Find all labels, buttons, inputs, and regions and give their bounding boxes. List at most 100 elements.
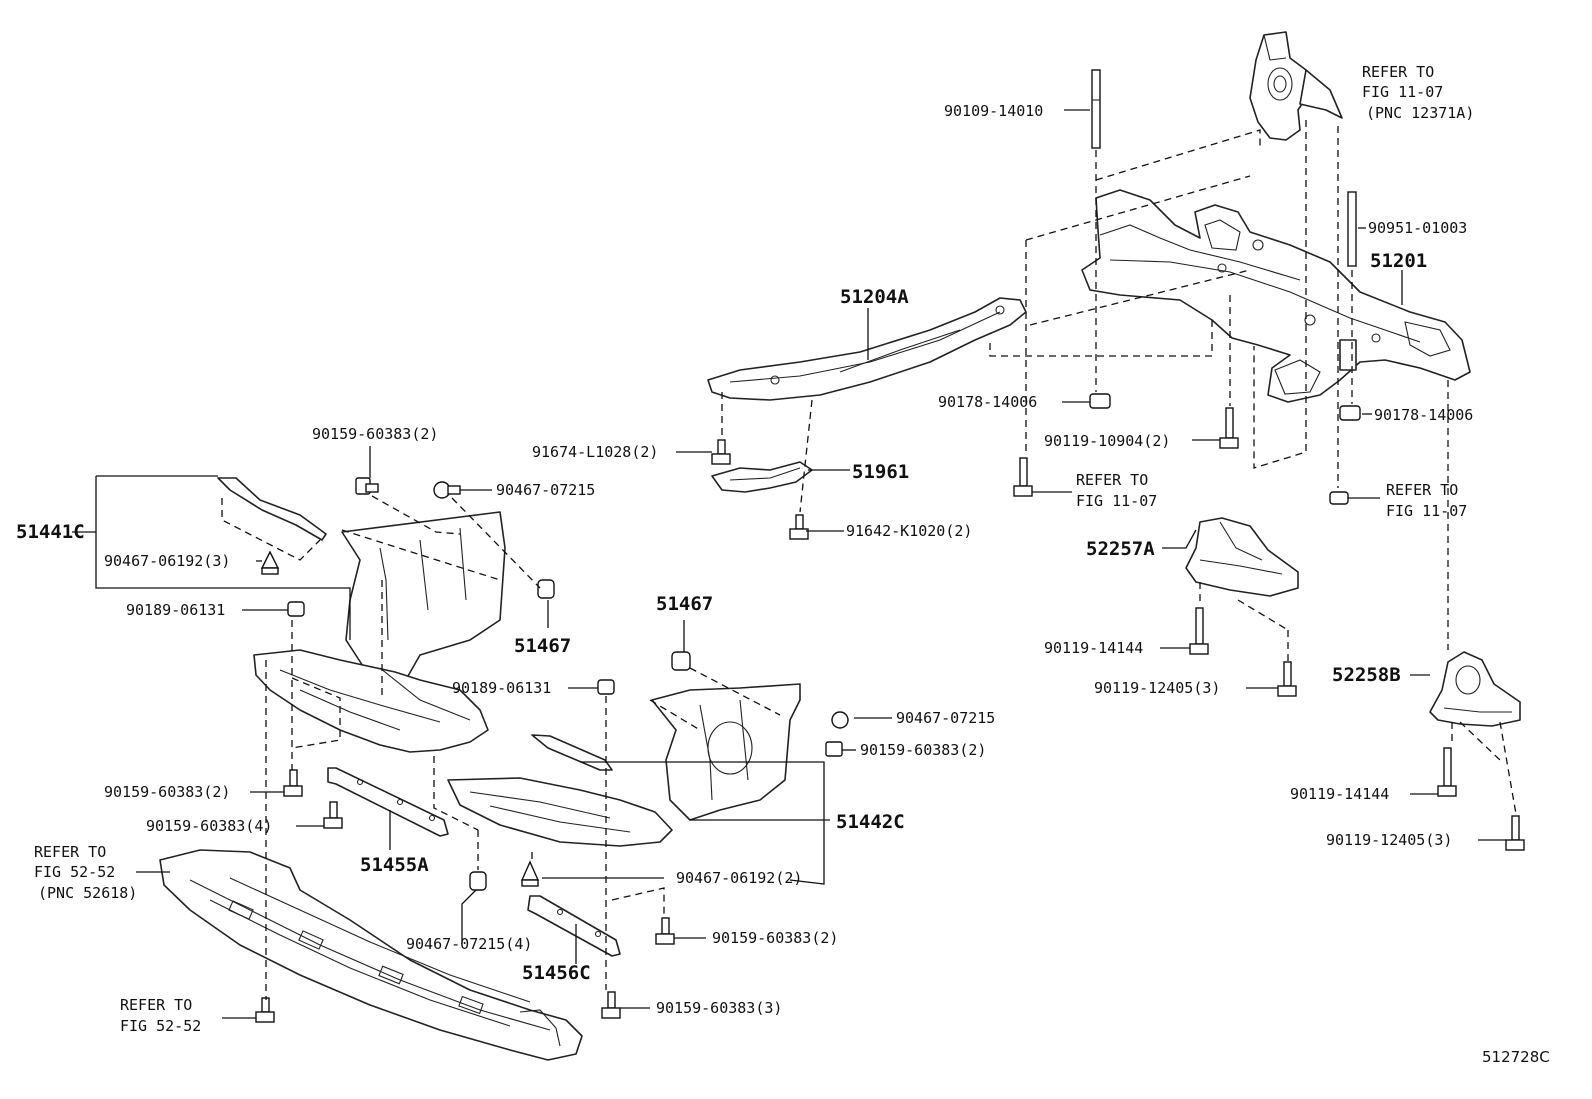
nut-icon: [1339, 405, 1361, 421]
part-label-90119-12405-b: 90119-12405(3): [1326, 831, 1452, 849]
assembly-lines: [221, 120, 1517, 1000]
part-label-51467-left: 51467: [514, 635, 571, 657]
clip-icon: [671, 651, 691, 671]
part-label-90109-14010: 90109-14010: [944, 102, 1043, 120]
part-label-90178-14006-b: 90178-14006: [1374, 406, 1473, 424]
bolt-icon: [323, 801, 343, 829]
part-label-90467-07215-mid: 90467-07215: [896, 709, 995, 727]
liner-51441C-drawing: [217, 477, 506, 753]
ref-note-fig-52-52: REFER TO FIG 52-52: [120, 996, 201, 1035]
clip-icon: [537, 579, 555, 599]
ref-note-fig-52-52-pnc: REFER TO FIG 52-52 (PNC 52618): [34, 843, 137, 902]
ref-note-fig-11-07-right: REFER TO FIG 11-07: [1386, 481, 1467, 520]
part-label-90467-06192-left: 90467-06192(3): [104, 552, 230, 570]
part-label-51442C: 51442C: [836, 811, 905, 833]
clip-icon: [520, 860, 540, 887]
bolt-icon: [1347, 191, 1357, 267]
part-label-90159-60383-bot3: 90159-60383(3): [656, 999, 782, 1017]
ref-note-fig-11-07-left: REFER TO FIG 11-07: [1076, 471, 1157, 510]
ref-line: FIG 52-52: [34, 863, 115, 881]
bolt-icon: [1219, 407, 1239, 449]
part-label-90189-06131-mid: 90189-06131: [452, 679, 551, 697]
ref-note-fig-11-07-pnc: REFER TO FIG 11-07 (PNC 12371A): [1362, 63, 1474, 122]
part-label-90467-07215-4: 90467-07215(4): [406, 935, 532, 953]
ref-line: FIG 52-52: [120, 1017, 201, 1035]
ref-line: REFER TO: [1076, 471, 1148, 489]
ref-line: FIG 11-07: [1076, 492, 1157, 510]
part-label-91674-L1028: 91674-L1028(2): [532, 443, 658, 461]
part-label-51456C: 51456C: [522, 962, 591, 984]
ref-line: REFER TO: [1386, 481, 1458, 499]
brace-51204A-drawing: [707, 297, 1027, 401]
bolt-icon: [789, 514, 809, 540]
ref-line: REFER TO: [1362, 63, 1434, 81]
ref-line: FIG 11-07: [1362, 83, 1443, 101]
bolt-icon: [283, 769, 303, 797]
part-label-51961: 51961: [852, 461, 909, 483]
ref-line: (PNC 12371A): [1366, 104, 1474, 122]
part-label-90119-14144-b: 90119-14144: [1290, 785, 1389, 803]
liner-51442C-drawing: [447, 683, 801, 847]
mount-52257A-drawing: [1185, 517, 1299, 597]
reference-notes: REFER TO FIG 11-07 (PNC 12371A) REFER TO…: [34, 63, 1474, 1035]
figure-code: 512728C: [1482, 1048, 1550, 1066]
nut-icon: [597, 679, 615, 695]
bolt-icon: [601, 991, 621, 1019]
fasteners: [255, 69, 1525, 1023]
under-cover-drawing: [159, 849, 583, 1061]
part-label-51455A: 51455A: [360, 854, 429, 876]
ref-line: REFER TO: [120, 996, 192, 1014]
part-label-90159-60383-bot2: 90159-60383(2): [712, 929, 838, 947]
part-label-90467-06192-bottom: 90467-06192(2): [676, 869, 802, 887]
ref-line: REFER TO: [34, 843, 106, 861]
bracket-51961-drawing: [711, 461, 813, 493]
part-label-90189-06131-left: 90189-06131: [126, 601, 225, 619]
part-label-90467-07215-top: 90467-07215: [496, 481, 595, 499]
part-label-51441C: 51441C: [16, 521, 85, 543]
mount-52258B-drawing: [1429, 651, 1521, 727]
bolt-icon: [655, 917, 675, 945]
leader-lines: [72, 109, 1506, 1019]
part-label-90119-12405-a: 90119-12405(3): [1094, 679, 1220, 697]
clip-icon: [433, 481, 461, 499]
bolt-icon: [1091, 69, 1101, 149]
part-label-90159-60383-left2: 90159-60383(2): [104, 783, 230, 801]
strip-51455A-drawing: [327, 767, 449, 837]
ref-line: (PNC 52618): [38, 884, 137, 902]
mount-bracket-drawing: [1249, 31, 1343, 141]
part-label-51204A: 51204A: [840, 286, 909, 308]
bolt-icon: [1437, 747, 1457, 797]
ref-line: FIG 11-07: [1386, 502, 1467, 520]
part-label-91642-K1020: 91642-K1020(2): [846, 522, 972, 540]
clip-icon: [469, 871, 487, 891]
nut-icon: [1089, 393, 1111, 409]
bolt-icon: [1189, 607, 1209, 655]
part-label-90119-10904: 90119-10904(2): [1044, 432, 1170, 450]
part-label-90159-60383-mid: 90159-60383(2): [860, 741, 986, 759]
clip-icon: [831, 711, 849, 729]
part-label-90159-60383-left4: 90159-60383(4): [146, 817, 272, 835]
subframe-drawing: [1081, 189, 1471, 403]
clip-icon: [260, 550, 280, 575]
bolt-icon: [1505, 815, 1525, 851]
part-label-90951-01003: 90951-01003: [1368, 219, 1467, 237]
nut-icon: [1329, 491, 1349, 505]
part-labels: 90109-14010 90951-01003 51201 51204A 901…: [16, 102, 1473, 1017]
bolt-icon: [355, 477, 379, 495]
bolt-icon: [1013, 457, 1033, 497]
bolt-icon: [255, 997, 275, 1023]
part-label-51201: 51201: [1370, 250, 1427, 272]
part-label-51467-right: 51467: [656, 593, 713, 615]
bolt-icon: [825, 741, 843, 757]
part-label-52257A: 52257A: [1086, 538, 1155, 560]
bolt-icon: [1277, 661, 1297, 697]
part-label-90178-14006-a: 90178-14006: [938, 393, 1037, 411]
bolt-icon: [711, 439, 731, 465]
strip-51456C-drawing: [527, 895, 621, 957]
part-label-90159-60383-top: 90159-60383(2): [312, 425, 438, 443]
nut-icon: [287, 601, 305, 617]
part-label-52258B: 52258B: [1332, 664, 1401, 686]
part-label-90119-14144-a: 90119-14144: [1044, 639, 1143, 657]
